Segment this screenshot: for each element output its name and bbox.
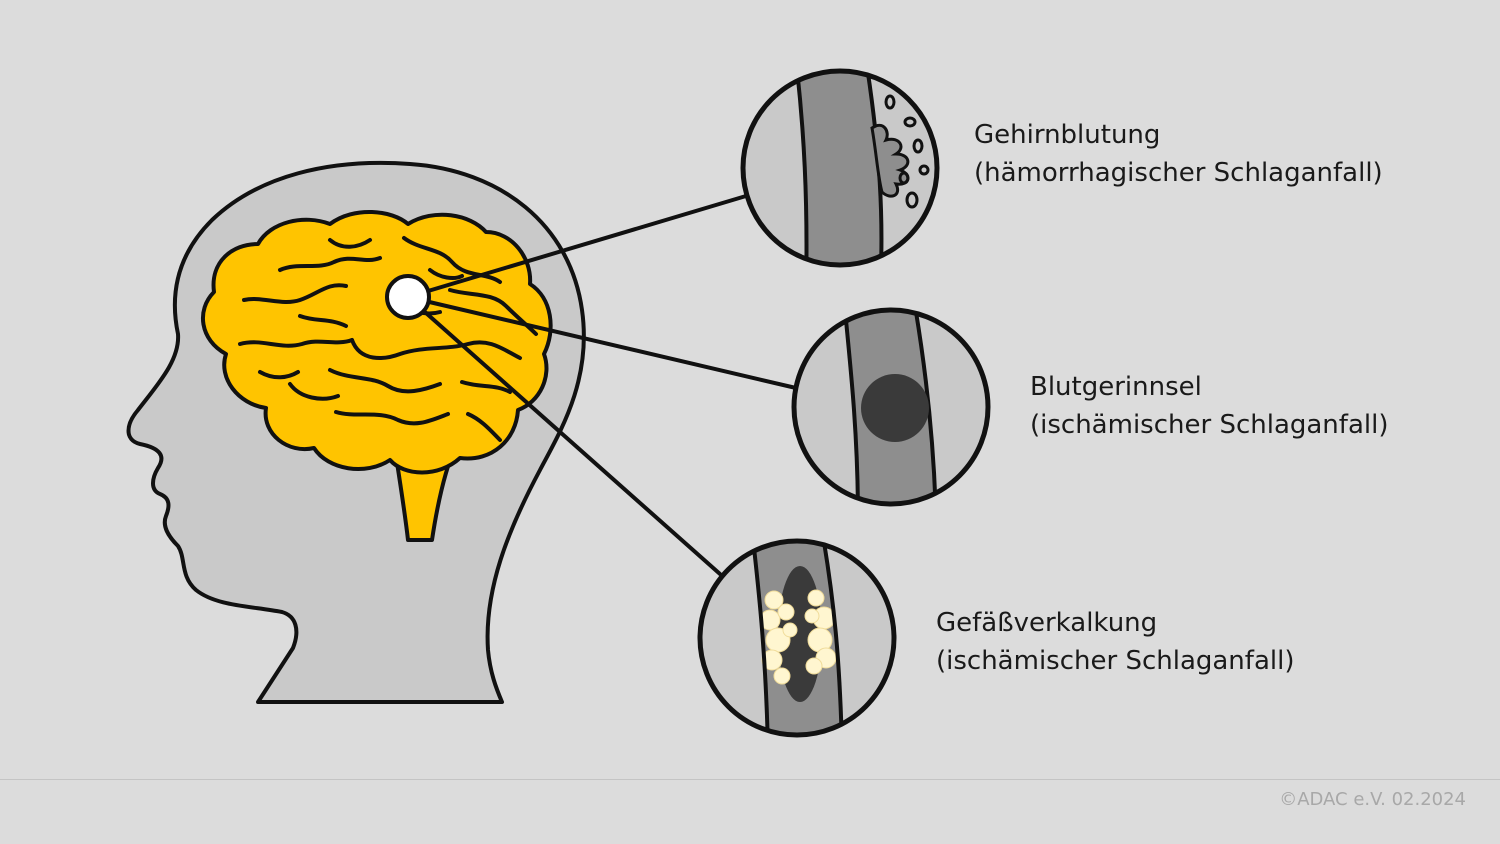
connector-lines [406, 194, 798, 576]
blood-clot [861, 374, 929, 442]
lesion-marker [385, 274, 431, 320]
label-clot-title: Blutgerinnsel [1030, 372, 1202, 402]
label-calcification-subtitle: (ischämischer Schlaganfall) [936, 646, 1295, 676]
copyright-notice: ©ADAC e.V. 02.2024 [1279, 789, 1466, 810]
blood-drops [884, 94, 930, 209]
zoom-circle-clot [791, 307, 991, 507]
connector-hemorrhage [406, 194, 748, 299]
connector-clot [406, 295, 798, 390]
zoom-circle-calcification [697, 538, 897, 738]
zoom-circle-hemorrhage [740, 68, 940, 268]
label-clot-subtitle: (ischämischer Schlaganfall) [1030, 410, 1389, 440]
label-hemorrhage-title: Gehirnblutung [974, 120, 1161, 150]
brain-mass [200, 210, 553, 475]
label-calcification: Gefäßverkalkung (ischämischer Schlaganfa… [936, 604, 1294, 680]
plaque-deposits [759, 589, 837, 685]
vessel-hemorrhage [796, 71, 882, 265]
label-calcification-title: Gefäßverkalkung [936, 608, 1158, 638]
label-clot: Blutgerinnsel (ischämischer Schlaganfall… [1030, 368, 1388, 444]
label-hemorrhage-subtitle: (hämorrhagischer Schlaganfall) [974, 158, 1383, 188]
footer-divider [0, 779, 1500, 780]
label-hemorrhage: Gehirnblutung (hämorrhagischer Schlaganf… [974, 116, 1383, 192]
connector-calcification [406, 295, 722, 576]
